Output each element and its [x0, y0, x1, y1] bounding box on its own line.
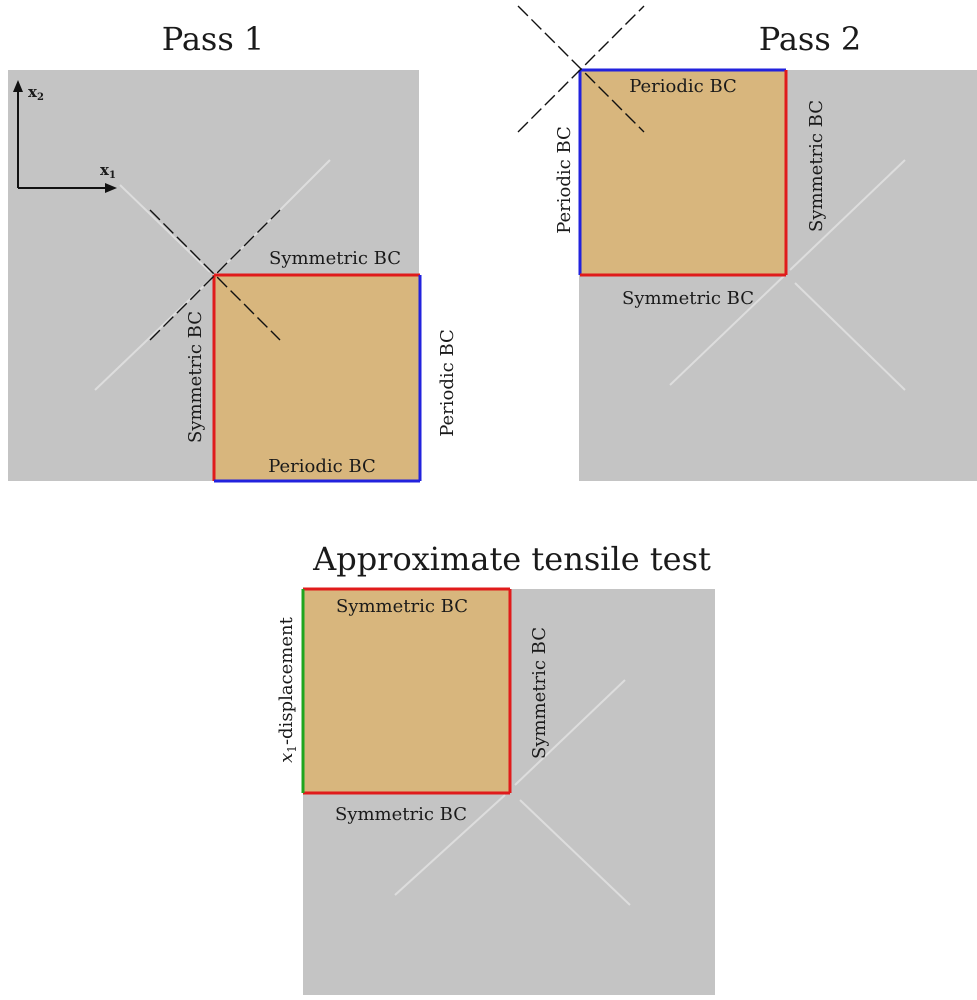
pass1-domain — [214, 275, 420, 481]
pass1-top-label: Symmetric BC — [269, 248, 401, 269]
tensile-title: Approximate tensile test — [312, 540, 711, 578]
pass1-left-label: Symmetric BC — [185, 311, 206, 443]
pass2-right-label: Symmetric BC — [806, 100, 827, 232]
pass1-title: Pass 1 — [162, 20, 265, 58]
tensile-right-label: Symmetric BC — [529, 627, 550, 759]
pass1-right-label: Periodic BC — [437, 329, 458, 437]
pass2-left-label: Periodic BC — [554, 126, 575, 234]
tensile-top-label: Symmetric BC — [336, 596, 468, 617]
x1-arrow-icon — [105, 183, 117, 193]
pass2-bottom-label: Symmetric BC — [622, 288, 754, 309]
tensile-panel: Approximate tensile test Symmetric BC Sy… — [276, 540, 715, 995]
x2-arrow-icon — [13, 80, 23, 92]
pass2-dashed-cross — [517, 5, 645, 133]
x1-axis-label: x1 — [100, 161, 116, 181]
tensile-bottom-label: Symmetric BC — [335, 804, 467, 825]
pass1-bottom-label: Periodic BC — [268, 456, 376, 477]
pass1-panel: Pass 1 x2 x1 Symmetric — [8, 20, 458, 483]
pass2-title: Pass 2 — [759, 20, 862, 58]
pass1-dashed-cross — [149, 209, 281, 341]
tensile-left-label: x1-displacement — [276, 616, 299, 762]
pass2-top-label: Periodic BC — [629, 76, 737, 97]
pass2-domain — [580, 70, 786, 275]
pass2-panel: Pass 2 Periodic BC Symmetric BC Periodic… — [517, 5, 977, 481]
x2-axis-label: x2 — [28, 83, 44, 103]
tensile-domain — [303, 589, 510, 793]
pass1-axes: x2 x1 — [13, 80, 117, 193]
